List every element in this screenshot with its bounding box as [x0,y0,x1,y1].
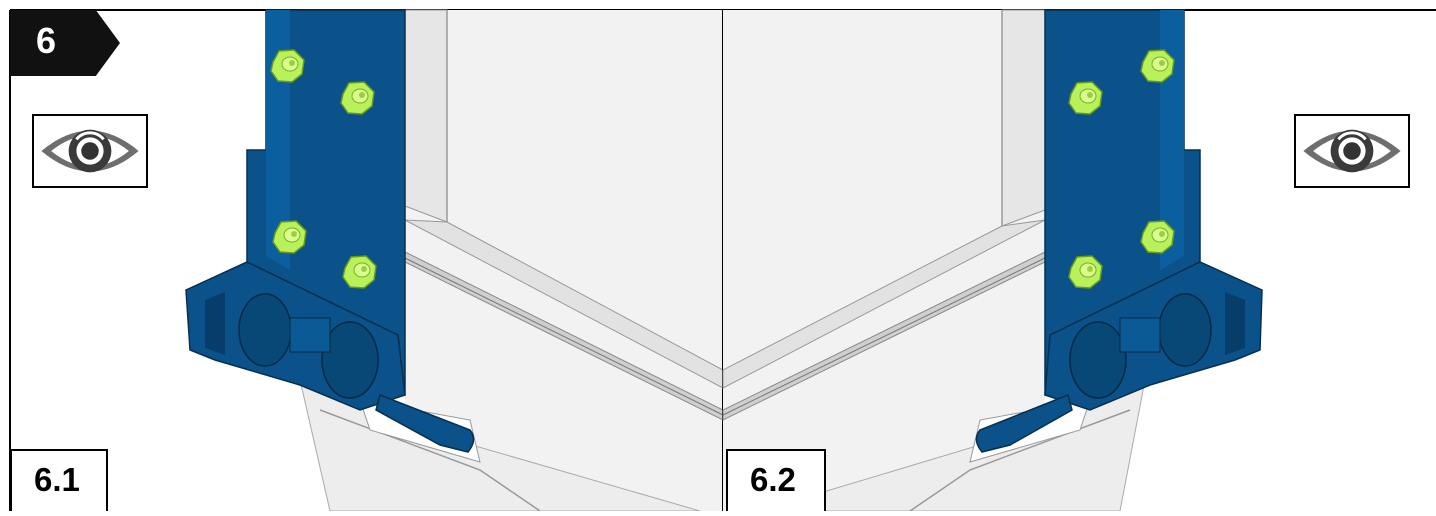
view-eye-icon [1294,114,1410,188]
step-number-badge: 6 [10,10,120,76]
panel-6-1-illustration [185,9,724,512]
cabinet-side-left [405,10,723,511]
cabinet-side-right [723,10,1045,511]
eye-rotate-icon [39,128,141,174]
eye-rotate-icon [1301,128,1403,174]
bracket-foot-right [975,393,1073,453]
bracket-foot-left [375,393,475,453]
view-eye-icon [32,114,148,188]
panel-label: 6.1 [10,449,108,511]
step-number: 6 [36,20,57,61]
panel-label: 6.2 [726,449,826,511]
panel-6-2-illustration [722,9,1263,512]
